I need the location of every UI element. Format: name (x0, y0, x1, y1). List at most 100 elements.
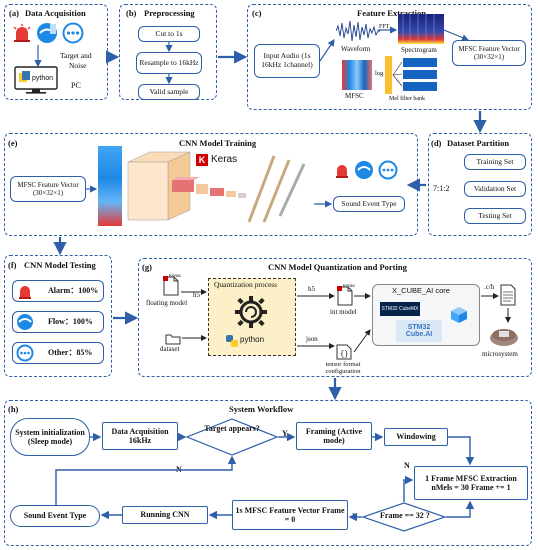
target-yes-label: Y (282, 429, 288, 438)
spectrogram-label: Spectrogram (401, 46, 437, 54)
floating-model-file-icon (163, 276, 179, 296)
alarm-accuracy: Alarm：100% (48, 286, 99, 295)
stm32cubemx-logo: STM32 CubeMX (380, 302, 420, 316)
keras-badge-icon (163, 276, 168, 281)
ch-label: .c/h (484, 283, 495, 291)
python-logo-icon (226, 334, 238, 347)
mel-filter-bank-label: Mel filter bank (389, 96, 425, 102)
keras-badge-text: Keras (169, 273, 181, 278)
flow-result-row (12, 311, 104, 333)
pc-label: PC (71, 81, 81, 90)
panel-cnn-model-testing (4, 255, 112, 377)
split-ratio: 7:1:2 (433, 184, 450, 193)
svg-text:{}: {} (340, 351, 348, 359)
panel-a-title: Data Acquisition (25, 8, 86, 18)
flow-result-icon (16, 313, 34, 331)
floating-model-label: floating model (146, 299, 188, 307)
keras-badge-icon-2 (337, 286, 342, 291)
json-file-icon: {} (336, 344, 352, 360)
mel-filter-bank-matrix (385, 56, 441, 94)
cnn-input-spectrogram (98, 146, 122, 226)
fft-label: FFT (379, 24, 390, 30)
frame32-yes-label: Y (352, 512, 358, 521)
panel-c-label: (c) (252, 8, 262, 18)
alarm-icon (12, 24, 32, 42)
int-model-file-icon (337, 286, 353, 306)
frame32-no-label: N (404, 461, 410, 470)
alarm-result-icon (17, 283, 33, 299)
keras-logo-icon: K (196, 154, 208, 166)
validation-set-box: Validation Set (464, 181, 526, 197)
testing-set-box: Testing Set (464, 208, 526, 224)
panel-c-title: Feature Extraction (357, 8, 427, 18)
running-cnn-node: Running CNN (122, 506, 208, 524)
mfsc-feature-vector-box: MFSC Feature Vector (30×32×1) (452, 40, 526, 66)
stm32cubeai-logo: STM32 Cube.AI (396, 320, 442, 342)
panel-f-title: CNN Model Testing (24, 260, 96, 270)
panel-quantization-porting (138, 258, 532, 377)
other-result-icon (16, 344, 34, 362)
panel-e-title: CNN Model Training (179, 138, 257, 148)
panel-b-label: (b) (126, 8, 137, 18)
microsystem-label: microsystem (482, 350, 518, 358)
panel-h-label: (h) (8, 404, 19, 414)
sound-event-type-box: Sound Event Type (333, 196, 405, 212)
system-init-node: System initialization (Sleep mode) (10, 418, 90, 456)
target-noise-label-2: Noise (69, 61, 87, 70)
log-label: log (375, 70, 384, 77)
dataset-label: dataset (160, 345, 180, 353)
dataset-folder-icon (165, 332, 181, 345)
other-accuracy: Other：85% (48, 348, 93, 357)
target-decision-label: Target appears? (204, 424, 260, 433)
waveform-label: Waveform (341, 45, 371, 53)
cnn-architecture-diagram (124, 150, 314, 232)
panel-b-title: Preprocessing (144, 8, 195, 18)
python-quant-label: python (240, 335, 265, 344)
input-audio-box: Input Audio (1s 16kHz 1channel) (254, 44, 320, 78)
mfsc-extraction-node: 1 Frame MFSC Extraction nMels = 30 Frame… (414, 466, 528, 500)
panel-system-workflow (4, 400, 532, 546)
gear-icon (234, 295, 268, 329)
panel-h-title: System Workflow (229, 404, 294, 414)
framing-node: Framing (Active mode) (296, 422, 372, 450)
target-decision-node (185, 418, 279, 456)
panel-f-label: (f) (8, 260, 17, 270)
panel-feature-extraction (247, 4, 532, 110)
python-label: python (32, 75, 54, 82)
mfsc-label: MFSC (345, 92, 364, 100)
xcube-ai-core-label: X_CUBE_AI core (392, 286, 450, 295)
flow-icon (36, 22, 58, 44)
other-result-row (12, 342, 104, 364)
flow-accuracy: Flow：100% (48, 317, 93, 326)
microsystem-chip-image (488, 324, 520, 348)
h5-label-right: h5 (308, 285, 315, 293)
cnn-input-vector-box: MFSC Feature Vector (30×32×1) (10, 176, 86, 202)
quantization-process-label: Quantization process (214, 280, 278, 289)
tensor-format-label: tensor format configuration (325, 361, 361, 376)
output-other-icon (378, 160, 398, 180)
pc-monitor-icon (14, 66, 58, 94)
feature-vector-node: 1s MFSC Feature Vector Frame = 0 (232, 500, 348, 530)
panel-d-title: Dataset Partition (447, 138, 510, 148)
frame32-decision-label: Frame == 32 ? (380, 511, 430, 520)
resample-step-box: Resample to 16kHz (136, 52, 202, 74)
json-label: json (306, 335, 318, 343)
int-model-label: int model (330, 308, 357, 316)
waveform-plot (335, 18, 380, 44)
valid-sample-box: Valid sample (138, 84, 200, 100)
panel-g-label: (g) (142, 262, 152, 272)
other-sound-icon (62, 22, 84, 44)
panel-d-label: (d) (431, 138, 442, 148)
windowing-node: Windowing (384, 428, 448, 446)
cube-icon (450, 306, 468, 324)
output-alarm-icon (334, 162, 350, 178)
panel-e-label: (e) (8, 138, 18, 148)
alarm-result-row (12, 280, 104, 302)
keras-badge-text-2: Keras (343, 283, 355, 288)
target-noise-label-1: Target and (60, 51, 92, 60)
keras-label: Keras (211, 154, 238, 165)
cut-step-box: Cut to 1s (138, 26, 200, 42)
h5-label-left: h5 (193, 291, 200, 299)
output-flow-icon (354, 160, 374, 180)
panel-dataset-partition (428, 133, 532, 236)
